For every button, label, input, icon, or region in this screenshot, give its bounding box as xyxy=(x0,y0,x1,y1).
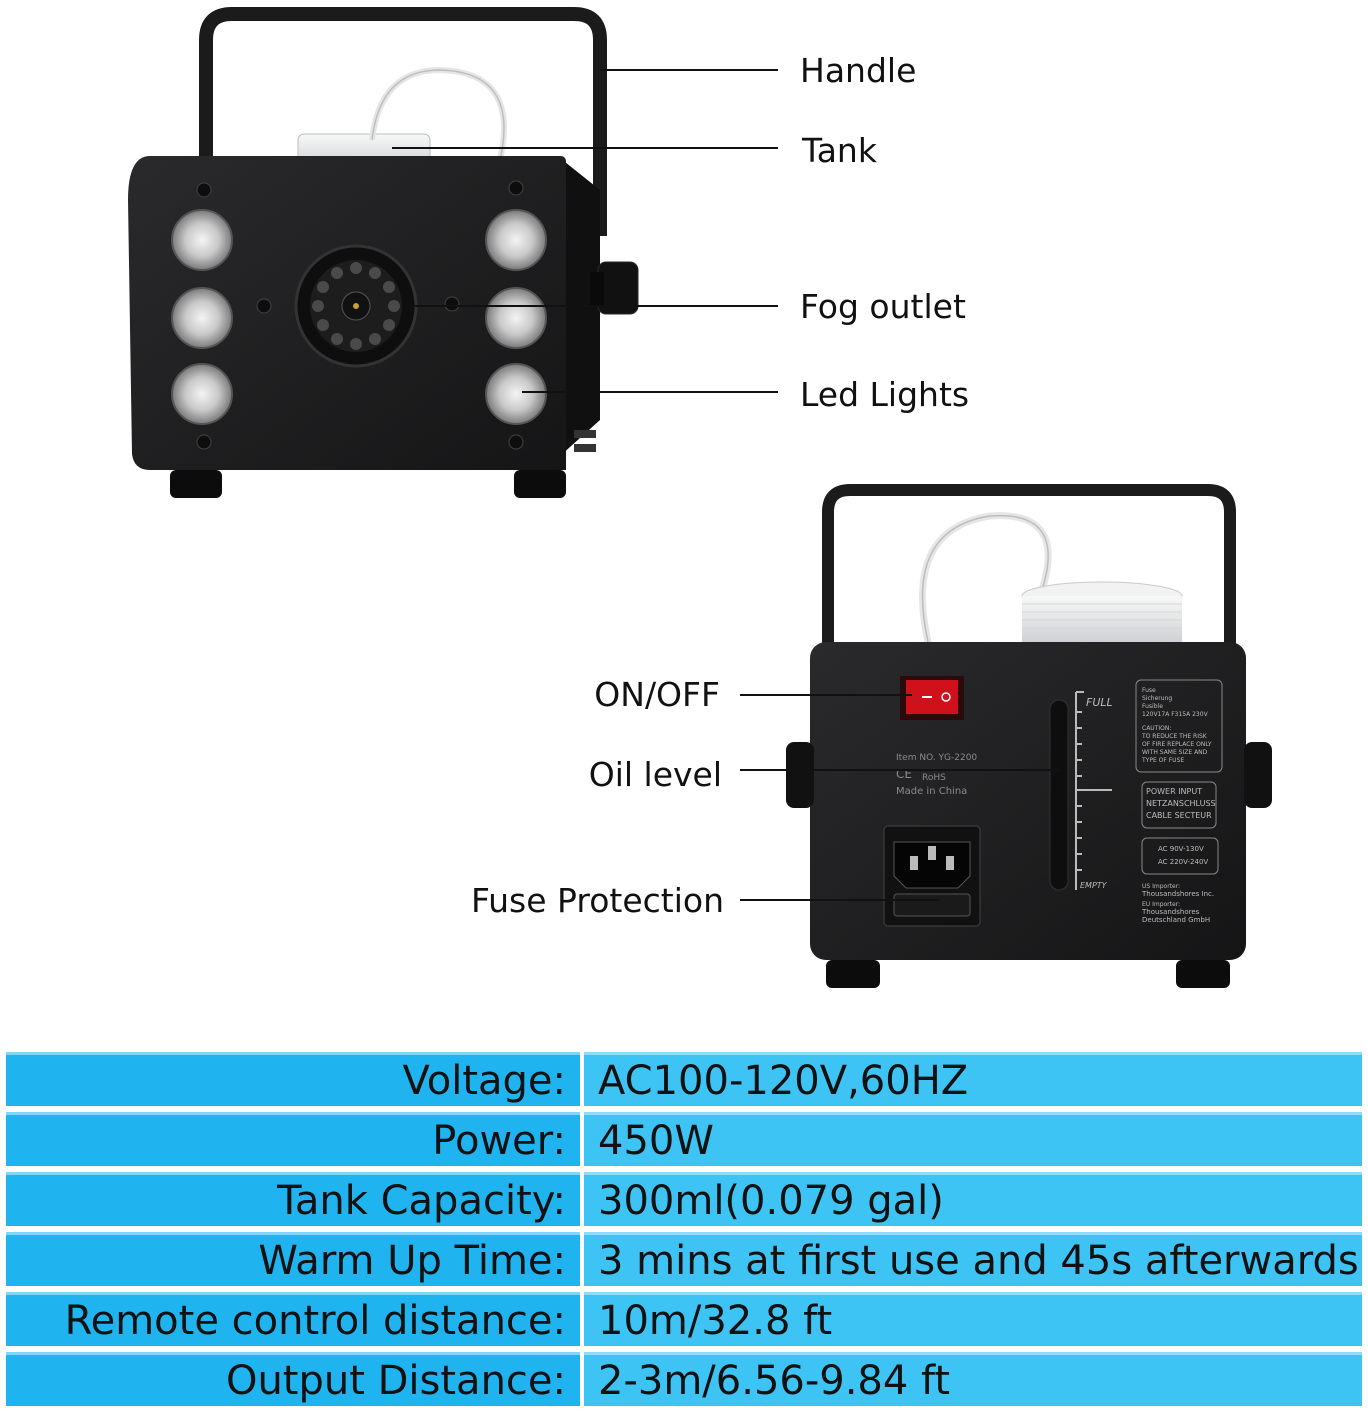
caution-line-3: OF FIRE REPLACE ONLY xyxy=(1142,741,1212,748)
callout-on-off: ON/OFF xyxy=(594,675,720,714)
handle-shape xyxy=(199,7,607,236)
caution-line-2: TO REDUCE THE RISK xyxy=(1141,733,1208,740)
spec-table: Voltage: AC100-120V,60HZ Power: 450W Tan… xyxy=(6,1052,1362,1408)
voltage-line-1: AC 90V-130V xyxy=(1158,845,1204,853)
caution-line-1: CAUTION: xyxy=(1142,725,1171,732)
importer-line-5: Deutschland GmbH xyxy=(1142,916,1210,924)
fog-outlet-shape xyxy=(294,244,418,368)
callout-oil-level: Oil level xyxy=(588,755,722,794)
spec-value: 300ml(0.079 gal) xyxy=(584,1172,1362,1226)
spec-label: Output Distance: xyxy=(6,1352,580,1406)
rear-panel-text: FULL EMPTY Item NO. YG-2200 CE RoHS Made… xyxy=(896,687,1216,924)
fuse-line-1: Fuse xyxy=(1142,687,1156,694)
power-line-3: CABLE SECTEUR xyxy=(1146,811,1212,820)
importer-line-4: Thousandshores xyxy=(1141,908,1200,916)
callout-fuse-protection: Fuse Protection xyxy=(470,881,724,920)
spec-label: Tank Capacity: xyxy=(6,1172,580,1226)
caution-line-5: TYPE OF FUSE xyxy=(1141,757,1184,764)
spec-label: Remote control distance: xyxy=(6,1292,580,1346)
spec-value: 450W xyxy=(584,1112,1362,1166)
rohs-text: RoHS xyxy=(922,773,946,783)
spec-value: 2-3m/6.56-9.84 ft xyxy=(584,1352,1362,1406)
spec-label: Voltage: xyxy=(6,1052,580,1106)
spec-label: Power: xyxy=(6,1112,580,1166)
fuse-line-3: Fusible xyxy=(1142,703,1163,710)
spec-row: Voltage: AC100-120V,60HZ xyxy=(6,1052,1362,1106)
made-in-text: Made in China xyxy=(896,786,967,797)
callout-fog-outlet: Fog outlet xyxy=(800,287,966,326)
fuse-line-2: Sicherung xyxy=(1142,695,1172,702)
importer-line-2: Thousandshores Inc. xyxy=(1141,890,1214,898)
power-line-1: POWER INPUT xyxy=(1146,787,1202,796)
importer-line-3: EU Importer: xyxy=(1142,901,1180,908)
spec-value: 10m/32.8 ft xyxy=(584,1292,1362,1346)
spec-row: Output Distance: 2-3m/6.56-9.84 ft xyxy=(6,1352,1362,1406)
power-line-2: NETZANSCHLUSS xyxy=(1146,799,1216,808)
front-callout-lines xyxy=(392,69,778,393)
spec-value: AC100-120V,60HZ xyxy=(584,1052,1362,1106)
rear-tank-shape xyxy=(1022,596,1182,642)
level-full-text: FULL xyxy=(1086,696,1113,709)
spec-label: Warm Up Time: xyxy=(6,1232,580,1286)
product-illustration: FULL EMPTY Item NO. YG-2200 CE RoHS Made… xyxy=(128,7,1272,988)
callout-led-lights: Led Lights xyxy=(800,375,970,414)
callout-tank: Tank xyxy=(802,131,877,170)
fuse-line-4: 120V17A F315A 230V xyxy=(1142,711,1209,718)
oil-level-window-shape xyxy=(1049,691,1112,891)
item-no-text: Item NO. YG-2200 xyxy=(896,753,977,763)
spec-row: Warm Up Time: 3 mins at first use and 45… xyxy=(6,1232,1362,1286)
spec-value: 3 mins at first use and 45s afterwards xyxy=(584,1232,1362,1286)
front-machine xyxy=(128,7,639,498)
spec-row: Tank Capacity: 300ml(0.079 gal) xyxy=(6,1172,1362,1226)
spec-row: Power: 450W xyxy=(6,1112,1362,1166)
power-socket-shape xyxy=(883,825,981,927)
voltage-line-2: AC 220V-240V xyxy=(1158,858,1208,866)
rear-callout-lines xyxy=(740,694,1060,901)
level-empty-text: EMPTY xyxy=(1080,881,1108,890)
caution-line-4: WITH SAME SIZE AND xyxy=(1142,749,1208,756)
on-off-switch-shape xyxy=(900,676,964,720)
callout-handle: Handle xyxy=(800,51,917,90)
importer-line-1: US Importer: xyxy=(1142,883,1180,890)
spec-row: Remote control distance: 10m/32.8 ft xyxy=(6,1292,1362,1346)
rear-handle-shape xyxy=(822,484,1236,650)
